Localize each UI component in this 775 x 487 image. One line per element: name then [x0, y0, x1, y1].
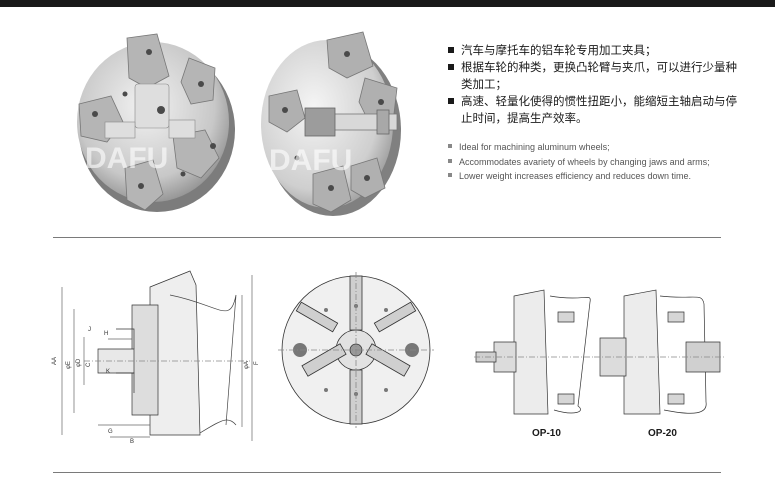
section-divider	[53, 237, 721, 238]
chuck-photo-side: DAFU	[247, 18, 422, 218]
feature-list-zh: 汽车与摩托车的铝车轮专用加工夹具； 根据车轮的种类，更换凸轮臂与夹爪，可以进行少…	[448, 42, 738, 127]
square-bullet-icon	[448, 64, 454, 70]
op10-drawing	[474, 282, 594, 422]
dim-label-f: F	[254, 361, 260, 365]
chuck-photo-front: DAFU	[65, 18, 240, 218]
dim-label-k: K	[106, 369, 110, 375]
caption-op10: OP-10	[532, 428, 561, 439]
dim-label-g: G	[108, 429, 113, 435]
square-bullet-icon	[448, 158, 452, 163]
feature-list-en: Ideal for machining aluminum wheels; Acc…	[448, 140, 738, 184]
dim-label-aa: AA	[52, 357, 58, 365]
front-view-drawing	[276, 270, 436, 430]
feature-item-en: Lower weight increases efficiency and re…	[448, 169, 738, 184]
square-bullet-icon	[448, 144, 452, 148]
section-dimension-drawing: J H K G B AA φE φD C φA F	[50, 265, 260, 445]
dim-label-a: φA	[244, 361, 250, 369]
feature-item-zh: 根据车轮的种类，更换凸轮臂与夹爪，可以进行少量种类加工；	[448, 59, 738, 93]
dim-label-h: H	[104, 331, 108, 337]
feature-item-zh: 高速、轻量化使得的惯性扭距小，能缩短主轴启动与停止时间，提高生产效率。	[448, 93, 738, 127]
watermark-text: DAFU	[85, 142, 168, 175]
dim-label-c: C	[86, 362, 92, 367]
feature-item-en: Accommodates avariety of wheels by chang…	[448, 155, 738, 170]
dim-label-d: φD	[76, 358, 82, 367]
feature-item-zh: 汽车与摩托车的铝车轮专用加工夹具；	[448, 42, 738, 59]
dim-label-e: φE	[66, 361, 72, 369]
caption-op20: OP-20	[648, 428, 677, 439]
bottom-divider	[53, 472, 721, 473]
dim-label-b: B	[130, 439, 134, 445]
square-bullet-icon	[448, 98, 454, 104]
square-bullet-icon	[448, 173, 452, 177]
watermark-text: DAFU	[269, 144, 352, 177]
op20-drawing	[594, 282, 724, 422]
top-bar	[0, 0, 775, 7]
dim-label-j: J	[88, 327, 91, 333]
feature-item-en: Ideal for machining aluminum wheels;	[448, 140, 738, 155]
feature-section: 汽车与摩托车的铝车轮专用加工夹具； 根据车轮的种类，更换凸轮臂与夹爪，可以进行少…	[448, 42, 738, 181]
square-bullet-icon	[448, 47, 454, 53]
